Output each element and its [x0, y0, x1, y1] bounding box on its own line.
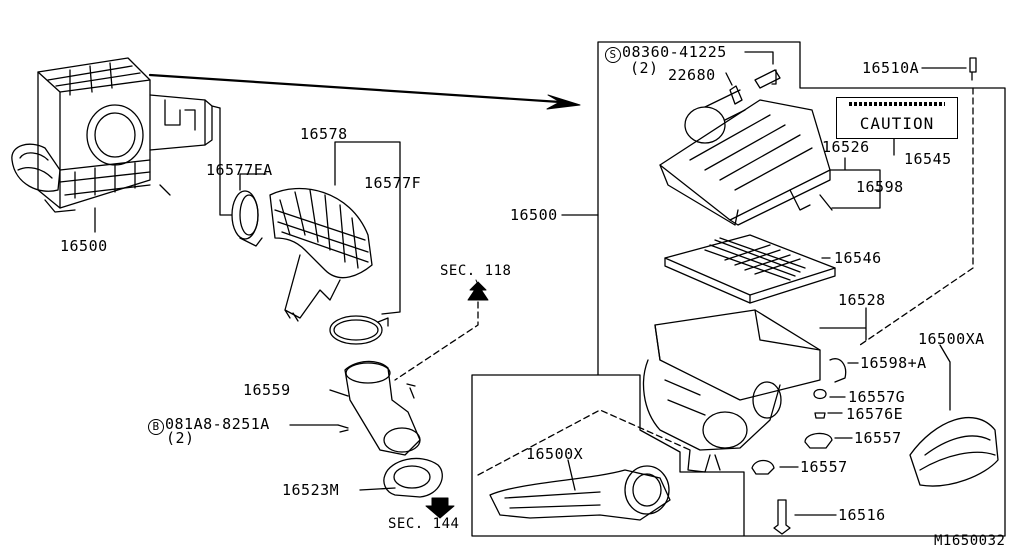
label-16510A: 16510A [862, 59, 920, 77]
label-16546: 16546 [834, 249, 882, 267]
upper-cover-drawing [659, 69, 833, 226]
label-16500-assembly: 16500 [60, 237, 108, 255]
label-22680: 22680 [668, 66, 716, 84]
mount-16557 [804, 432, 833, 449]
label-16528: 16528 [838, 291, 886, 309]
grommet-16557G [813, 388, 827, 400]
air-cleaner-assembly-drawing [11, 57, 213, 213]
screw-part-number: 08360-41225 [622, 43, 727, 61]
direction-arrow [148, 73, 562, 104]
label-16557-upper: 16557 [854, 429, 902, 447]
label-16523M: 16523M [282, 481, 340, 499]
resonator-16500XA [909, 416, 999, 487]
label-sec-118: SEC. 118 [440, 263, 512, 279]
mount-16557-lower [751, 459, 775, 475]
label-16577F: 16577F [364, 174, 422, 192]
bolt-16576E [814, 412, 826, 419]
caution-fine-print [849, 102, 945, 106]
bolt-prefix-circle: B [148, 419, 164, 435]
inlet-duct-drawing [211, 105, 401, 345]
label-16559: 16559 [243, 381, 291, 399]
label-16557G: 16557G [848, 388, 906, 406]
resonator-16500X [489, 469, 671, 521]
exploded-view-frame [471, 41, 1006, 537]
filter-element-drawing [664, 234, 836, 304]
label-16578: 16578 [300, 125, 348, 143]
label-16576E: 16576E [846, 405, 904, 423]
label-screw-qty: (2) [630, 59, 659, 77]
label-16598: 16598 [856, 178, 904, 196]
label-16577FA: 16577FA [206, 161, 273, 179]
label-16545: 16545 [904, 150, 952, 168]
label-16500-box: 16500 [510, 206, 558, 224]
caution-word: CAUTION [859, 114, 935, 133]
label-16500X: 16500X [526, 445, 584, 463]
caution-label-plate: CAUTION [836, 97, 958, 139]
label-16598A: 16598+A [860, 354, 927, 372]
diagram-code: M1650032 [934, 533, 1006, 549]
label-16516: 16516 [838, 506, 886, 524]
label-16557-lower: 16557 [800, 458, 848, 476]
label-16500XA: 16500XA [918, 330, 985, 348]
screw-prefix-circle: S [605, 47, 621, 63]
label-sec-144: SEC. 144 [388, 516, 460, 532]
lower-case-drawing [642, 309, 847, 473]
bolt-part-number: 081A8-8251A [165, 415, 270, 433]
label-bolt-qty: (2) [166, 429, 195, 447]
clip-16516 [773, 499, 791, 535]
label-16526: 16526 [822, 138, 870, 156]
adapter-and-gasket-drawing [289, 360, 443, 498]
